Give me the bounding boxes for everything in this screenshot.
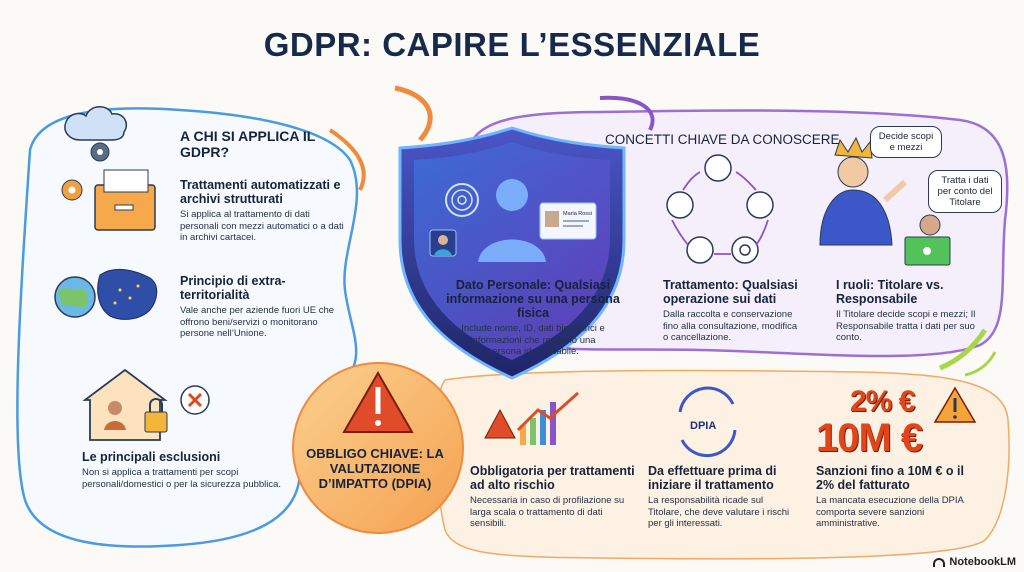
applies-heading: A CHI SI APPLICA IL GDPR? [180,128,316,160]
dpia-circle [292,362,464,534]
dpia-icon-label: DPIA [690,420,717,432]
dpia-heading: OBBLIGO CHIAVE: LA VALUTAZIONE D’IMPATTO… [306,446,444,491]
processor-speech-bubble: Tratta i dati per conto del Titolare [928,170,1002,213]
dpia-cycle-icon [678,386,737,458]
processing-cycle [666,154,774,264]
controller-figure [837,156,869,188]
processor-figure [919,214,941,236]
person-silhouette [496,179,528,211]
controller-speech-bubble: Decide scopi e mezzi [870,126,942,158]
risk-chart-icon [484,391,579,445]
brand-label: NotebookLM [949,556,1016,568]
processing-heading: Trattamento: Qualsiasi operazione sui da… [663,278,798,306]
dpia-panel-shape [434,369,1010,560]
before-text: La responsabilità ricade sul Titolare, c… [648,495,790,529]
territorial-heading: Principio di extra-territorialità [180,274,286,302]
crown-icon [834,136,873,159]
brand-footer: NotebookLM [933,556,1016,568]
sanction-percent: 2% € [850,385,915,418]
sanctions-block: Sanzioni fino a 10M € o il 2% del fattur… [816,464,976,530]
exclusions-heading: Le principali esclusioni [82,450,221,464]
exclusions-text: Non si applica a trattamenti per scopi p… [82,467,282,490]
europe-map [97,268,158,320]
personal-data-heading: Dato Personale: Qualsiasi informazione s… [446,278,620,320]
sanctions-text: La mancata esecuzione della DPIA comport… [816,495,964,529]
processing-block: Trattamento: Qualsiasi operazione sui da… [663,278,803,344]
personal-data-block: Dato Personale: Qualsiasi informazione s… [438,278,628,358]
cloud-icon [64,106,128,141]
roles-text: Il Titolare decide scopi e mezzi; Il Res… [836,309,976,343]
automated-heading: Trattamenti automatizzati e archivi stru… [180,178,341,206]
before-block: Da effettuare prima di iniziare il tratt… [648,464,798,530]
notebooklm-logo-icon [933,557,946,567]
lock-icon [144,411,168,433]
territorial-text: Vale anche per aziende fuori UE che offr… [180,305,335,339]
concepts-heading: CONCETTI CHIAVE DA CONOSCERE [605,132,840,147]
automated-block: Trattamenti automatizzati e archivi stru… [180,178,345,244]
fingerprint-icon [445,183,479,217]
high-risk-block: Obbligatoria per trattamenti ad alto ris… [470,464,635,530]
page-title: GDPR: CAPIRE L’ESSENZIALE [263,26,761,63]
sanctions-heading: Sanzioni fino a 10M € o il 2% del fattur… [816,464,964,492]
sanction-amount: 10M € [816,416,923,460]
exclusions-block: Le principali esclusioni Non si applica … [82,450,282,490]
personal-data-text: Include nome, ID, dati biometrici e info… [461,323,605,357]
high-risk-text: Necessaria in caso di profilazione su la… [470,495,625,529]
high-risk-heading: Obbligatoria per trattamenti ad alto ris… [470,464,635,492]
before-heading: Da effettuare prima di iniziare il tratt… [648,464,777,492]
territorial-block: Principio di extra-territorialità Vale a… [180,274,345,340]
roles-heading: I ruoli: Titolare vs. Responsabile [836,278,944,306]
automated-text: Si applica al trattamento di dati person… [180,209,344,243]
processing-text: Dalla raccolta e conservazione fino alla… [663,309,798,343]
id-card-name: Maria Rossi [563,211,592,217]
roles-block: I ruoli: Titolare vs. Responsabile Il Ti… [836,278,976,344]
